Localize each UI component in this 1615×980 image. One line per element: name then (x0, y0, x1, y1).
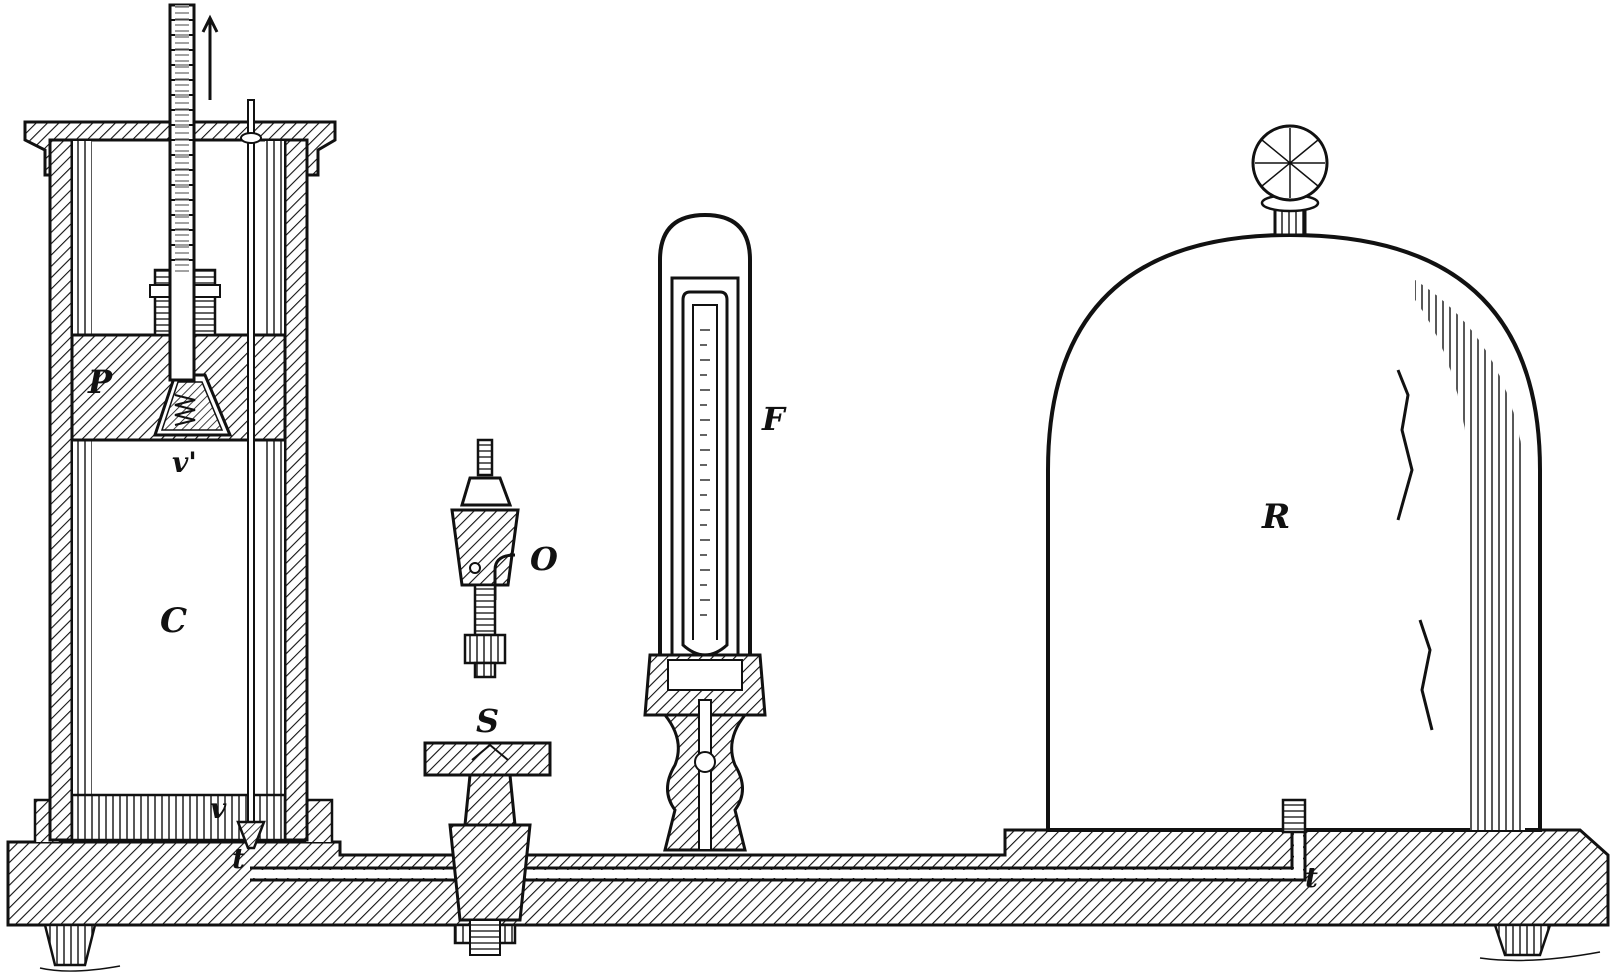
label-valve-upper: v' (172, 446, 197, 479)
nozzle-fitting (450, 438, 520, 679)
label-nozzle: O (530, 540, 558, 578)
label-stopcock: S (476, 702, 499, 740)
base-feet (39, 923, 1601, 972)
label-valve-lower: v (210, 792, 227, 825)
stopcock (423, 741, 552, 956)
arrow-up-icon (201, 14, 219, 100)
bell-jar-receiver (1046, 124, 1542, 834)
label-cylinder: C (160, 601, 187, 641)
label-gauge: F (761, 400, 787, 438)
air-channel (250, 830, 1294, 870)
pressure-gauge (643, 212, 767, 852)
label-piston: P (87, 363, 113, 401)
label-tube-right: t (1305, 861, 1318, 894)
pump-cylinder (23, 3, 337, 850)
label-receiver: R (1261, 497, 1290, 537)
label-tube-left: t (232, 842, 245, 875)
gauge-scale (700, 329, 710, 616)
base-plate (6, 798, 1610, 927)
